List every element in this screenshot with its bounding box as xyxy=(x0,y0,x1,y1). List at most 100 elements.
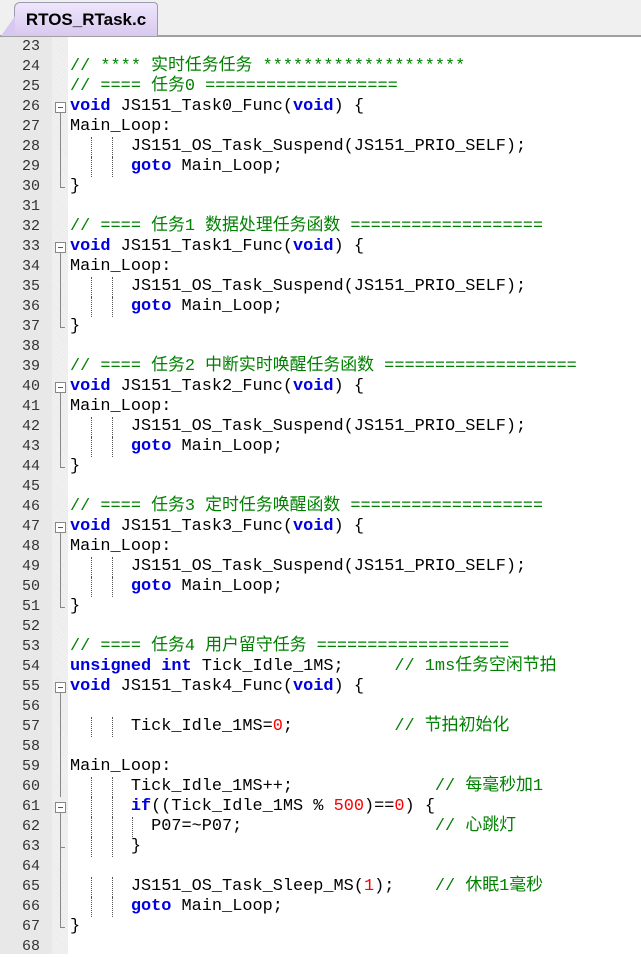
fold-line xyxy=(54,697,66,717)
code-line[interactable]: 64 xyxy=(0,857,641,877)
fold-collapse-icon[interactable] xyxy=(54,377,66,397)
code-line[interactable]: 45 xyxy=(0,477,641,497)
code-line[interactable]: 60 Tick_Idle_1MS++; // 每毫秒加1 xyxy=(0,777,641,797)
code-line[interactable]: 57 Tick_Idle_1MS=0; // 节拍初始化 xyxy=(0,717,641,737)
keyword-token: void xyxy=(70,517,111,536)
indent-guide xyxy=(111,897,113,917)
code-line[interactable]: 35 JS151_OS_Task_Suspend(JS151_PRIO_SELF… xyxy=(0,277,641,297)
indent-guide xyxy=(91,577,93,597)
fold-line xyxy=(54,897,66,917)
code-text: Tick_Idle_1MS++; // 每毫秒加1 xyxy=(70,777,543,797)
code-line[interactable]: 49 JS151_OS_Task_Suspend(JS151_PRIO_SELF… xyxy=(0,557,641,577)
code-token: JS151_Task4_Func( xyxy=(110,677,293,696)
line-number: 52 xyxy=(21,618,40,635)
fold-collapse-icon[interactable] xyxy=(54,797,66,817)
line-number: 36 xyxy=(21,298,40,315)
code-line[interactable]: 32 // ==== 任务1 数据处理任务函数 =================… xyxy=(0,217,641,237)
code-line[interactable]: 63 } xyxy=(0,837,641,857)
code-text: if((Tick_Idle_1MS % 500)==0) { xyxy=(70,797,435,817)
tab-label: RTOS_RTask.c xyxy=(25,9,147,29)
code-token: P07=~P07; xyxy=(70,817,435,836)
line-number: 62 xyxy=(21,818,40,835)
code-line[interactable]: 46// ==== 任务3 定时任务唤醒函数 =================… xyxy=(0,497,641,517)
line-number: 50 xyxy=(21,578,40,595)
keyword-token: void xyxy=(293,237,334,256)
code-line[interactable]: 30} xyxy=(0,177,641,197)
code-token: Main_Loop: xyxy=(70,537,172,556)
code-line[interactable]: 68 xyxy=(0,937,641,957)
code-line[interactable]: 56 xyxy=(0,697,641,717)
code-line[interactable]: 52 xyxy=(0,617,641,637)
code-token: )== xyxy=(363,797,395,816)
code-line[interactable]: 58 xyxy=(0,737,641,757)
code-line[interactable]: 29 goto Main_Loop; xyxy=(0,157,641,177)
code-text: Main_Loop: xyxy=(70,397,171,417)
indent-guide xyxy=(91,777,93,797)
code-line[interactable]: 37} xyxy=(0,317,641,337)
code-text: void JS151_Task4_Func(void) { xyxy=(70,677,364,697)
code-line[interactable]: 65 JS151_OS_Task_Sleep_MS(1); // 休眠1毫秒 xyxy=(0,877,641,897)
line-number: 63 xyxy=(21,838,40,855)
code-line[interactable]: 38 xyxy=(0,337,641,357)
code-line[interactable]: 36 goto Main_Loop; xyxy=(0,297,641,317)
code-token: Main_Loop; xyxy=(171,157,283,176)
code-text: // ==== 任务1 数据处理任务函数 =================== xyxy=(70,217,543,237)
code-line[interactable]: 61 if((Tick_Idle_1MS % 500)==0) { xyxy=(0,797,641,817)
code-line[interactable]: 62 P07=~P07; // 心跳灯 xyxy=(0,817,641,837)
code-token: } xyxy=(70,457,81,476)
code-token: Main_Loop; xyxy=(171,297,283,316)
code-line[interactable]: 23 xyxy=(0,37,641,57)
code-line[interactable]: 25// ==== 任务0 =================== xyxy=(0,77,641,97)
fold-collapse-icon[interactable] xyxy=(54,237,66,257)
indent-guide xyxy=(111,877,113,897)
code-line[interactable]: 66 goto Main_Loop; xyxy=(0,897,641,917)
code-text: Main_Loop: xyxy=(70,537,171,557)
code-line[interactable]: 44} xyxy=(0,457,641,477)
code-line[interactable]: 53// ==== 任务4 用户留守任务 =================== xyxy=(0,637,641,657)
code-line[interactable]: 39// ==== 任务2 中断实时唤醒任务函数 ===============… xyxy=(0,357,641,377)
code-text: JS151_OS_Task_Suspend(JS151_PRIO_SELF); xyxy=(70,277,526,297)
indent-guide xyxy=(91,717,93,737)
fold-end-marker xyxy=(54,177,66,197)
fold-collapse-icon[interactable] xyxy=(54,517,66,537)
code-line[interactable]: 31 xyxy=(0,197,641,217)
line-number: 25 xyxy=(21,78,40,95)
fold-margin[interactable] xyxy=(52,37,68,954)
fold-collapse-icon[interactable] xyxy=(54,97,66,117)
code-line[interactable]: 28 JS151_OS_Task_Suspend(JS151_PRIO_SELF… xyxy=(0,137,641,157)
line-number: 40 xyxy=(21,378,40,395)
code-token xyxy=(70,437,131,456)
keyword-token: void xyxy=(293,517,334,536)
line-number: 32 xyxy=(21,218,40,235)
line-number: 46 xyxy=(21,498,40,515)
code-line[interactable]: 42 JS151_OS_Task_Suspend(JS151_PRIO_SELF… xyxy=(0,417,641,437)
line-number: 64 xyxy=(21,858,40,875)
code-token: Tick_Idle_1MS= xyxy=(70,717,273,736)
indent-guide xyxy=(91,837,93,857)
code-text: } xyxy=(70,917,80,937)
code-line[interactable]: 43 goto Main_Loop; xyxy=(0,437,641,457)
code-text: } xyxy=(70,177,80,197)
fold-collapse-icon[interactable] xyxy=(54,677,66,697)
code-line[interactable]: 51} xyxy=(0,597,641,617)
code-line[interactable]: 24// **** 实时任务任务 ******************** xyxy=(0,57,641,77)
code-line[interactable]: 50 goto Main_Loop; xyxy=(0,577,641,597)
fold-line xyxy=(54,137,66,157)
line-number: 54 xyxy=(21,658,40,675)
indent-guide xyxy=(131,817,133,837)
fold-line xyxy=(54,157,66,177)
tab-rtos-rtask[interactable]: RTOS_RTask.c xyxy=(1,2,158,36)
code-line[interactable]: 67} xyxy=(0,917,641,937)
